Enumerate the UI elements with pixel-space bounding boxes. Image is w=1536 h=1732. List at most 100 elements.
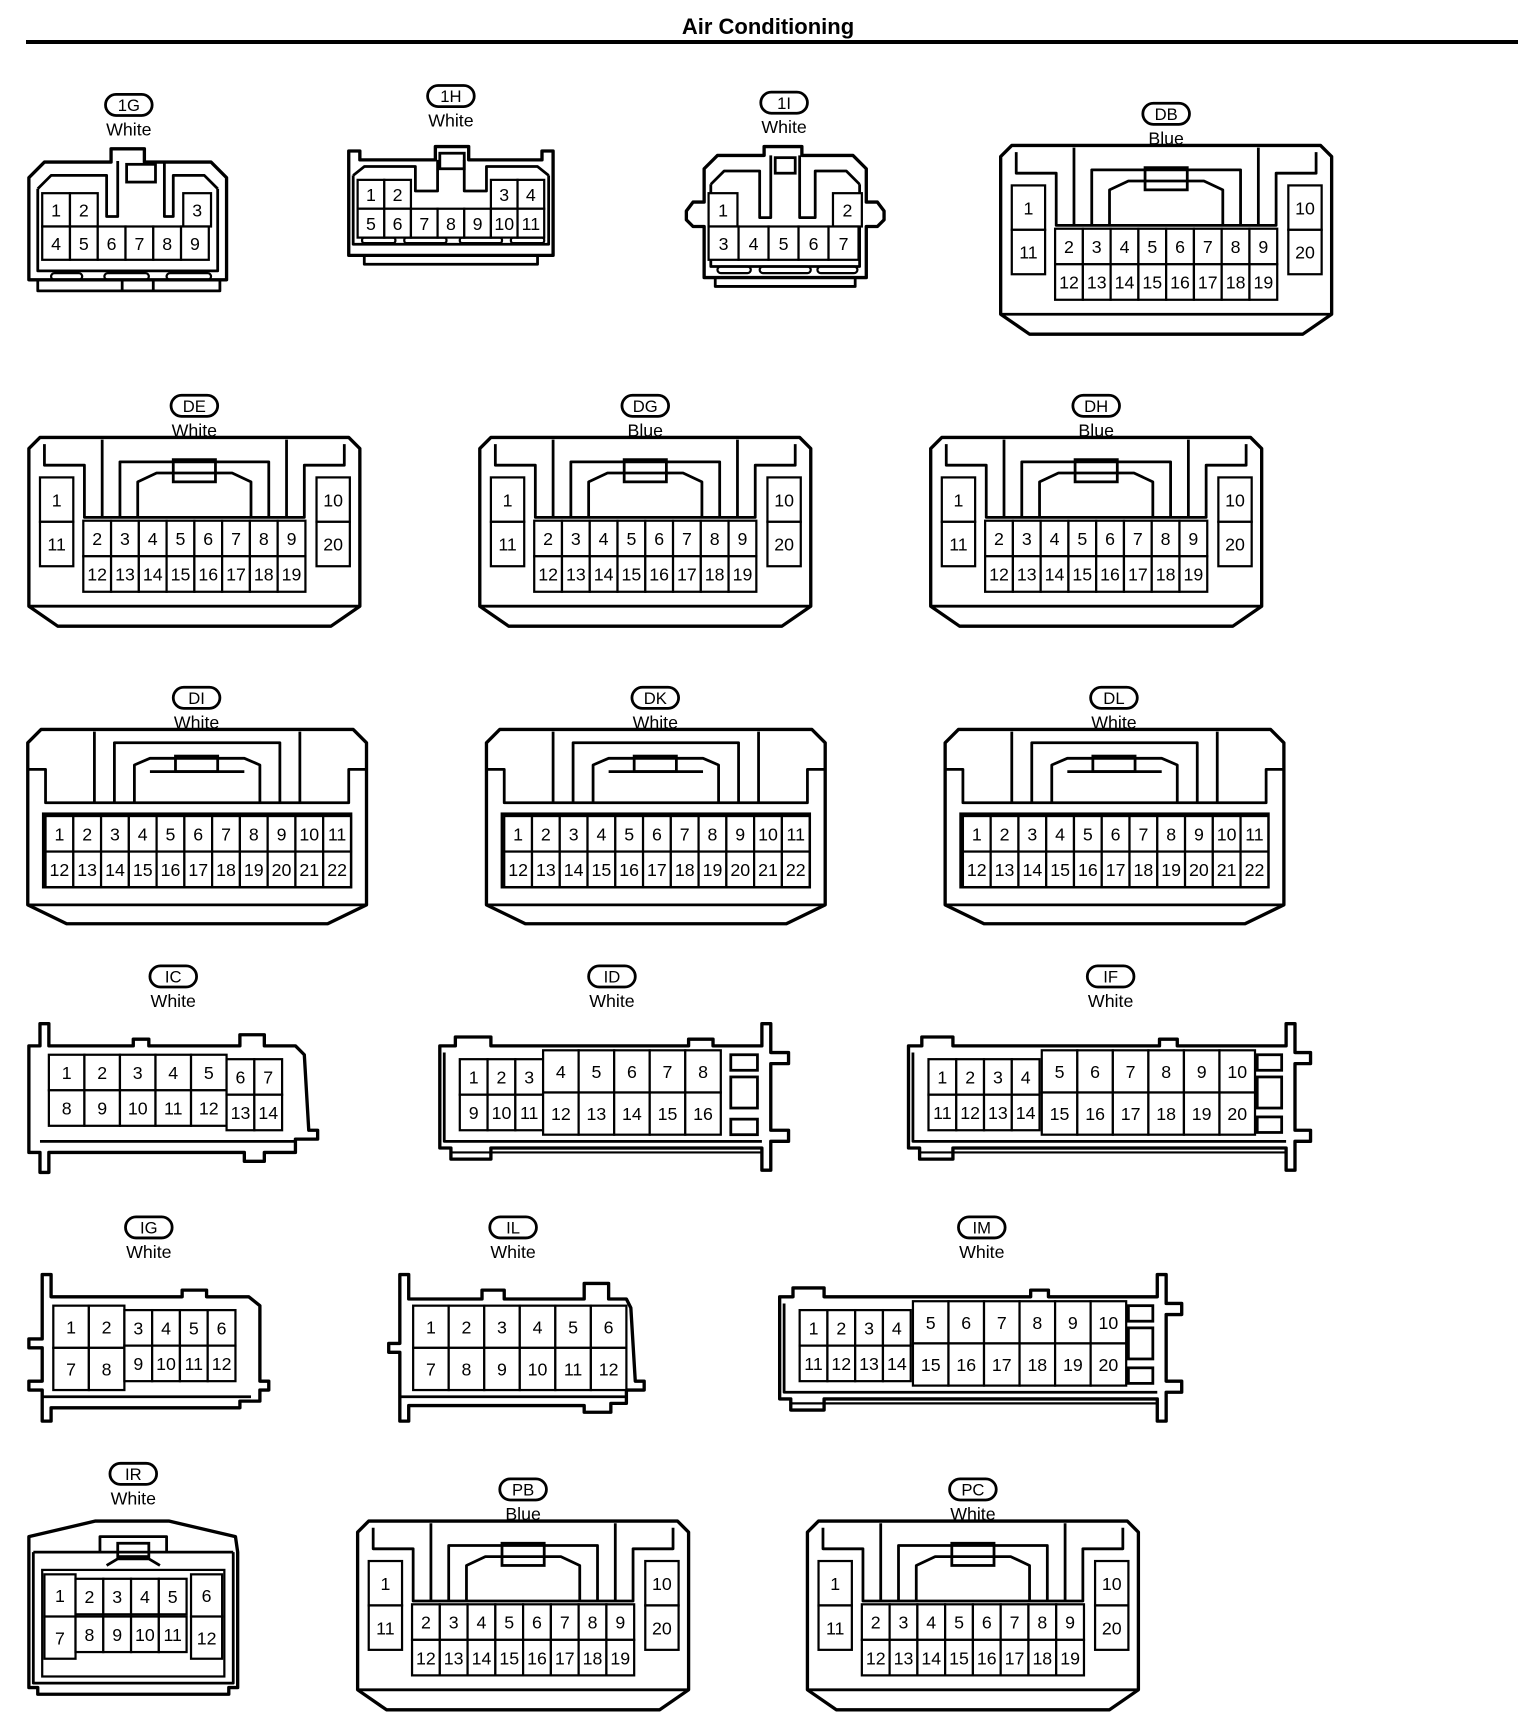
connector-code-badge <box>1089 685 1139 710</box>
connector-code-badge <box>108 1461 158 1486</box>
pin-number: 4 <box>556 1062 566 1082</box>
pin-cell <box>684 1049 722 1094</box>
pin-cell <box>588 555 619 593</box>
housing-detail <box>729 1053 759 1072</box>
pin-number: 13 <box>536 860 556 880</box>
pin-number: 5 <box>1147 237 1157 257</box>
housing-detail <box>911 1052 1287 1143</box>
pin-cell <box>1089 1300 1128 1345</box>
pin-cell <box>1211 814 1242 853</box>
pin-number: 12 <box>831 1354 851 1374</box>
housing-outline <box>684 144 886 280</box>
pin-cell <box>447 1346 486 1392</box>
pin-number: 14 <box>1045 565 1065 585</box>
pin-cell <box>189 1089 228 1127</box>
pin-cell <box>955 1093 986 1132</box>
pin-cell <box>463 207 493 239</box>
pin-cell <box>613 1091 651 1136</box>
pin-number: 2 <box>994 529 1004 549</box>
housing-detail <box>465 1555 582 1601</box>
pin-number: 17 <box>1106 860 1126 880</box>
pin-number: 9 <box>1068 1313 1078 1333</box>
pin-cell <box>206 1344 237 1383</box>
pin-cell <box>1156 814 1187 853</box>
pin-number: 8 <box>1037 1613 1047 1633</box>
housing-detail <box>113 741 282 803</box>
pin-cell <box>383 178 413 210</box>
pin-cell <box>183 850 214 889</box>
pin-cell <box>707 192 739 228</box>
housing-detail <box>622 458 668 484</box>
housing-detail <box>49 272 84 281</box>
pin-number: 10 <box>774 490 794 510</box>
connector-code-badge <box>1085 964 1136 989</box>
pin-number: 7 <box>263 1068 273 1088</box>
connector-code: ID <box>604 968 621 987</box>
connector-color: White <box>950 1504 996 1524</box>
connector-code: DI <box>188 689 205 708</box>
housing-detail <box>41 1568 226 1678</box>
pin-cell <box>123 1344 154 1383</box>
pin-number: 5 <box>166 824 176 844</box>
pin-number: 7 <box>839 234 849 254</box>
pin-number: 15 <box>658 1104 678 1124</box>
housing-detail <box>486 768 826 805</box>
pin-number: 16 <box>1170 273 1190 293</box>
pin-number: 19 <box>1063 1355 1083 1375</box>
housing-outline <box>27 1021 320 1175</box>
housing-detail <box>371 1527 675 1603</box>
pin-number: 14 <box>472 1648 492 1668</box>
pin-cell <box>74 1615 105 1654</box>
pin-number: 1 <box>972 824 982 844</box>
pin-number: 6 <box>532 1613 542 1633</box>
pin-cell <box>911 1300 950 1345</box>
pin-number: 2 <box>836 1319 846 1339</box>
pin-cell <box>577 1091 616 1136</box>
pin-number: 8 <box>588 1613 598 1633</box>
connector-code-badge <box>1071 393 1121 418</box>
housing-detail <box>1108 179 1225 226</box>
connector-code: IL <box>506 1218 520 1237</box>
pin-number: 2 <box>84 1587 94 1607</box>
pin-number: 6 <box>217 1319 227 1339</box>
connector-color: White <box>1091 712 1137 732</box>
pin-number: 16 <box>693 1104 713 1124</box>
pin-number: 12 <box>87 565 107 585</box>
pin-number: 6 <box>982 1613 992 1633</box>
pin-number: 19 <box>244 860 264 880</box>
pin-cell <box>151 1344 182 1383</box>
pin-cell <box>827 225 860 261</box>
pin-number: 17 <box>226 565 246 585</box>
connector-color: White <box>106 119 152 139</box>
pin-number: 2 <box>102 1317 112 1337</box>
pin-number: 6 <box>809 234 819 254</box>
pin-number: 18 <box>1032 1648 1052 1668</box>
housing-detail <box>1050 756 1179 803</box>
pin-number: 4 <box>596 824 606 844</box>
pin-number: 14 <box>622 1104 642 1124</box>
housing-detail <box>1038 471 1155 518</box>
housing-detail <box>1090 168 1242 226</box>
pin-cell <box>614 850 645 889</box>
pin-number: 11 <box>522 214 540 234</box>
pin-number: 8 <box>84 1625 94 1645</box>
pin-number: 12 <box>50 860 70 880</box>
connector-code: IG <box>140 1218 158 1237</box>
pin-number: 12 <box>599 1360 619 1380</box>
pin-cell <box>1040 1049 1079 1094</box>
pin-number: 18 <box>1226 273 1246 293</box>
pin-number: 14 <box>143 565 163 585</box>
pin-number: 16 <box>619 860 639 880</box>
housing-detail <box>1143 166 1189 192</box>
pin-number: 9 <box>1188 529 1198 549</box>
pin-number: 9 <box>473 214 483 234</box>
pin-number: 17 <box>1121 1104 1141 1124</box>
pin-number: 10 <box>156 1354 176 1374</box>
pin-cell <box>982 1093 1013 1132</box>
pin-number: 18 <box>583 1648 603 1668</box>
pin-number: 11 <box>787 824 805 844</box>
connector-code: 1I <box>777 94 791 113</box>
connector-color: White <box>589 991 635 1011</box>
